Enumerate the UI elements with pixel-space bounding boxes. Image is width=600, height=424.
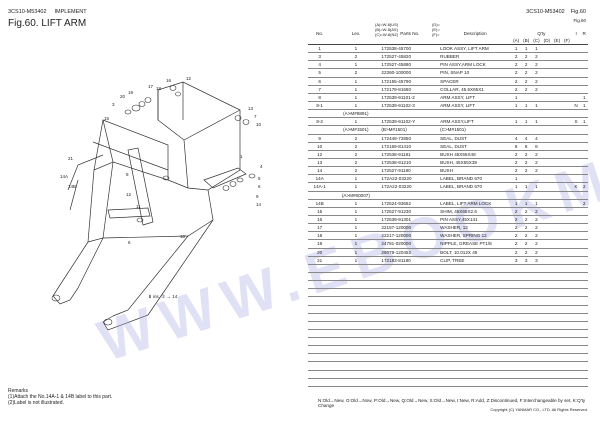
svg-text:10: 10: [256, 122, 262, 127]
table-row: [308, 378, 588, 387]
col-lev: Lev.: [351, 31, 361, 36]
table-row: [308, 305, 588, 314]
svg-text:14: 14: [256, 202, 262, 207]
table-row: (A>M#1501)(B>M#1501)(C>M#1501): [308, 125, 588, 135]
model-codes-2: (D)=(E)=(F)=: [432, 22, 440, 37]
svg-text:14B: 14B: [68, 184, 76, 189]
svg-text:12: 12: [126, 192, 132, 197]
col-qty: Q'ty: [537, 31, 546, 36]
table-row: [308, 296, 588, 306]
svg-text:12: 12: [186, 76, 192, 81]
model-codes: (A)=W-8(US)(B)=W-8(AS)(C)=W-8(NZ): [375, 22, 399, 37]
svg-text:13: 13: [248, 106, 254, 111]
table-row: [308, 288, 588, 298]
table-row: [308, 370, 588, 379]
col-no: No.: [316, 31, 324, 36]
col-part: Parts No.: [400, 31, 420, 36]
table-row: [308, 353, 588, 363]
diagram-note: ⬇ ins. ① → 14: [148, 294, 178, 299]
table-row: [308, 361, 588, 371]
svg-text:16: 16: [166, 78, 172, 83]
table-row: [308, 345, 588, 355]
remarks: Remarks (1)Attach the No.14A-1 & 14B lab…: [8, 388, 113, 406]
svg-text:6: 6: [258, 184, 261, 189]
table-row: (A>M#60007): [308, 191, 588, 200]
svg-text:11: 11: [136, 204, 141, 209]
svg-text:20: 20: [120, 94, 126, 99]
svg-text:9: 9: [256, 194, 259, 199]
table-row: [308, 337, 588, 347]
svg-text:21: 21: [68, 156, 74, 161]
svg-text:5: 5: [258, 176, 261, 181]
svg-text:17: 17: [148, 84, 154, 89]
table-row: [308, 280, 588, 290]
table-row: [308, 313, 588, 322]
page-title: Fig.60. LIFT ARM: [8, 18, 87, 29]
svg-text:15: 15: [104, 116, 110, 121]
table-row: [308, 321, 588, 330]
svg-text:4: 4: [260, 164, 263, 169]
svg-text:14A: 14A: [60, 174, 68, 179]
table-row: [308, 329, 588, 339]
col-i: I: [575, 31, 577, 36]
col-desc: Description: [463, 31, 487, 36]
col-r: R: [582, 31, 586, 36]
svg-text:6: 6: [128, 240, 131, 245]
right-subtitle: Fig.60: [573, 18, 586, 23]
svg-text:19: 19: [128, 90, 134, 95]
copyright: Copyright (C) YANMAR CO., LTD. All Right…: [490, 407, 588, 412]
svg-text:7: 7: [254, 114, 257, 119]
svg-text:10: 10: [180, 234, 186, 239]
svg-text:3: 3: [112, 102, 115, 107]
table-row: [308, 272, 588, 282]
svg-text:18: 18: [156, 86, 162, 91]
table-row: [308, 264, 588, 273]
svg-text:8: 8: [126, 172, 129, 177]
svg-text:1: 1: [240, 154, 243, 159]
parts-table: No. Lev. Parts No. Description Q'ty I R …: [308, 30, 588, 387]
table-row: (A>M#8891): [308, 109, 588, 119]
legend: N:Old→New, O:Old→Now, P:Old→New, Q:Old→N…: [318, 398, 586, 408]
